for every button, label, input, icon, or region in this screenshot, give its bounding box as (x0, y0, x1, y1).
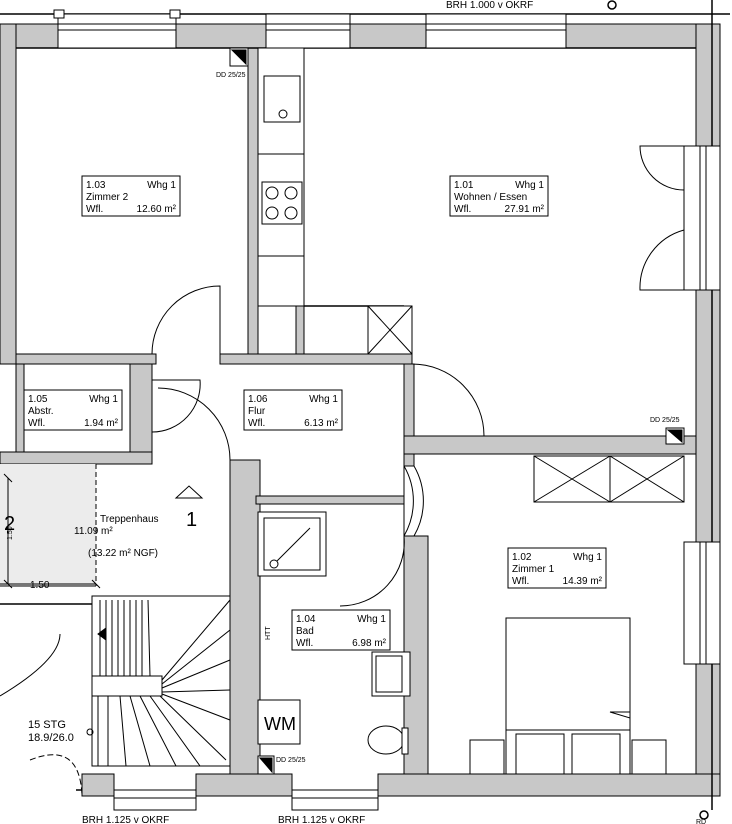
stair-dim-width: 1.50 (30, 580, 50, 591)
room-unit: Whg 1 (147, 180, 176, 191)
stair-ngf: (13.22 m² NGF) (88, 548, 158, 559)
stair-dim-side: 1.50 (7, 526, 14, 540)
staircase (0, 464, 231, 797)
bottom-right-note: BRH 1.125 v OKRF (278, 815, 365, 824)
stair-steps: 15 STG (28, 719, 66, 731)
dd-label: DD 25/25 (276, 757, 306, 764)
room-area: 6.98 m² (352, 638, 387, 649)
kitchen-counter (257, 47, 305, 307)
room-area-label: Wfl. (248, 418, 265, 429)
room-name: Zimmer 2 (86, 192, 129, 203)
stair-area: 11.09 m² (74, 526, 113, 537)
windows (53, 9, 721, 811)
wardrobes (367, 305, 685, 503)
bathroom-fixtures (257, 511, 411, 755)
room-unit: Whg 1 (515, 180, 544, 191)
bottom-left-note: BRH 1.125 v OKRF (82, 815, 169, 824)
room-name: Flur (248, 406, 266, 417)
bed (469, 617, 667, 775)
room-area-label: Wfl. (454, 204, 471, 215)
room-id: 1.06 (248, 394, 268, 405)
room-id: 1.02 (512, 552, 532, 563)
room-area: 27.91 m² (505, 204, 545, 215)
room-name: Wohnen / Essen (454, 192, 527, 203)
dd-markers (229, 47, 685, 775)
room-id: 1.05 (28, 394, 48, 405)
dd-label: DD 25/25 (216, 72, 246, 79)
stair-number-left: 2 (4, 513, 15, 535)
room-name: Zimmer 1 (512, 564, 555, 575)
dimension-lines (0, 473, 101, 589)
htt-label: HTT (265, 626, 272, 640)
room-unit: Whg 1 (89, 394, 118, 405)
stair-name: Treppenhaus (100, 514, 159, 525)
rd-label: RD (696, 819, 706, 824)
dd-label: DD 25/25 (650, 417, 680, 424)
room-id: 1.04 (296, 614, 316, 625)
exterior-walls (0, 23, 721, 797)
room-name: Abstr. (28, 406, 54, 417)
room-area: 14.39 m² (563, 576, 603, 587)
room-area: 1.94 m² (84, 418, 119, 429)
room-area: 12.60 m² (137, 204, 177, 215)
room-area-label: Wfl. (28, 418, 45, 429)
marker-circles (607, 0, 709, 820)
doors (151, 145, 685, 607)
stair-number: 1 (186, 509, 197, 531)
room-id: 1.03 (86, 180, 106, 191)
room-area-label: Wfl. (512, 576, 529, 587)
room-unit: Whg 1 (573, 552, 602, 563)
interior-walls (0, 47, 697, 775)
room-area-label: Wfl. (296, 638, 313, 649)
room-area-label: Wfl. (86, 204, 103, 215)
room-area: 6.13 m² (304, 418, 339, 429)
top-note: BRH 1.000 v OKRF (446, 0, 533, 11)
stair-direction-icon (174, 485, 204, 499)
wm-label: WM (264, 714, 296, 734)
room-unit: Whg 1 (309, 394, 338, 405)
stair-ratio: 18.9/26.0 (28, 732, 74, 744)
room-label-boxes (23, 175, 607, 651)
room-id: 1.01 (454, 180, 474, 191)
room-unit: Whg 1 (357, 614, 386, 625)
room-name: Bad (296, 626, 314, 637)
